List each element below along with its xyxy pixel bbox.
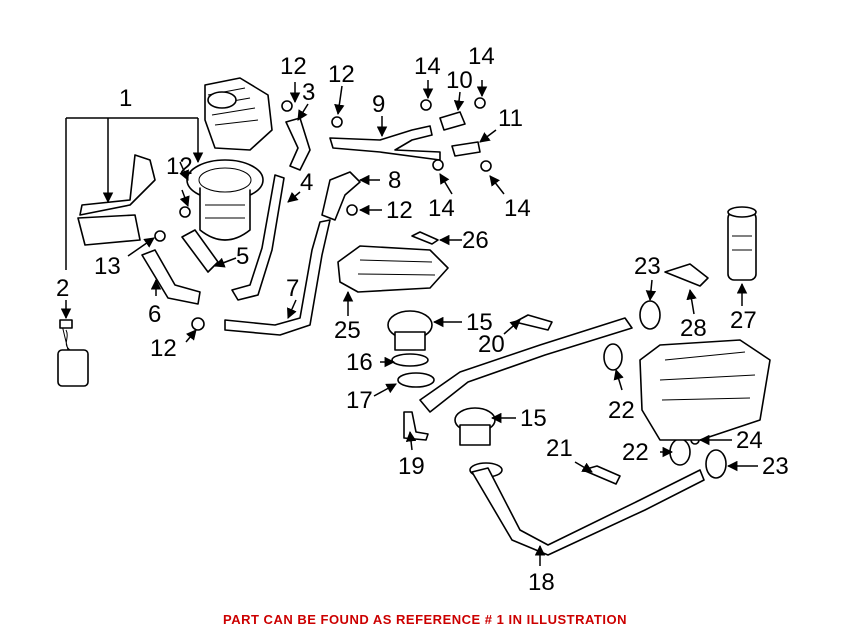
- callout-14-b: 14: [468, 43, 495, 70]
- callout-18: 18: [528, 569, 555, 596]
- air-pump: [186, 159, 264, 241]
- callout-25: 25: [334, 317, 361, 344]
- check-valves: [387, 310, 503, 478]
- callout-26: 26: [462, 227, 489, 254]
- callout-12-d: 12: [386, 197, 413, 224]
- callout-9: 9: [372, 91, 385, 118]
- reference-note: PART CAN BE FOUND AS REFERENCE # 1 IN IL…: [223, 612, 627, 627]
- callout-14-d: 14: [504, 195, 531, 222]
- callout-5: 5: [236, 243, 249, 270]
- callout-21: 21: [546, 435, 573, 462]
- callout-13: 13: [94, 253, 121, 280]
- callout-12-a: 12: [280, 53, 307, 80]
- callout-22-b: 22: [622, 439, 649, 466]
- pump-bracket: [77, 154, 156, 246]
- callout-17: 17: [346, 387, 373, 414]
- callout-15-b: 15: [520, 405, 547, 432]
- callout-24: 24: [736, 427, 763, 454]
- callout-2: 2: [56, 275, 69, 302]
- callout-16: 16: [346, 349, 373, 376]
- callout-28: 28: [680, 315, 707, 342]
- callout-8: 8: [388, 167, 401, 194]
- callout-22-a: 22: [608, 397, 635, 424]
- callout-4: 4: [300, 169, 313, 196]
- air-pipes: [224, 125, 441, 336]
- callout-12-e: 12: [150, 335, 177, 362]
- callout-3: 3: [302, 79, 315, 106]
- callout-11: 11: [498, 105, 523, 132]
- sensor: [664, 206, 757, 287]
- hoses: [141, 111, 481, 305]
- callout-23-b: 23: [762, 453, 789, 480]
- callout-10: 10: [446, 67, 473, 94]
- callout-6: 6: [148, 301, 161, 328]
- callout-27: 27: [730, 307, 757, 334]
- switching-valve: [57, 319, 89, 387]
- heat-shield: [337, 231, 449, 293]
- callout-12-b: 12: [328, 61, 355, 88]
- callout-14-c: 14: [428, 195, 455, 222]
- callout-23-a: 23: [634, 253, 661, 280]
- callout-19: 19: [398, 453, 425, 480]
- callout-7: 7: [286, 275, 299, 302]
- clamps: [154, 97, 492, 331]
- leader-lines: [60, 80, 758, 566]
- callout-14-a: 14: [414, 53, 441, 80]
- callout-1: 1: [119, 85, 132, 112]
- callout-12-c: 12: [166, 153, 193, 180]
- callout-15-a: 15: [466, 309, 493, 336]
- callout-labels: 1 2 3 4 5 6 7 8 9 10 11 12 12 12 12 12 1…: [56, 43, 789, 596]
- air-filter-housing: [204, 77, 273, 151]
- exhaust-manifold: [639, 339, 771, 441]
- callout-20: 20: [478, 331, 505, 358]
